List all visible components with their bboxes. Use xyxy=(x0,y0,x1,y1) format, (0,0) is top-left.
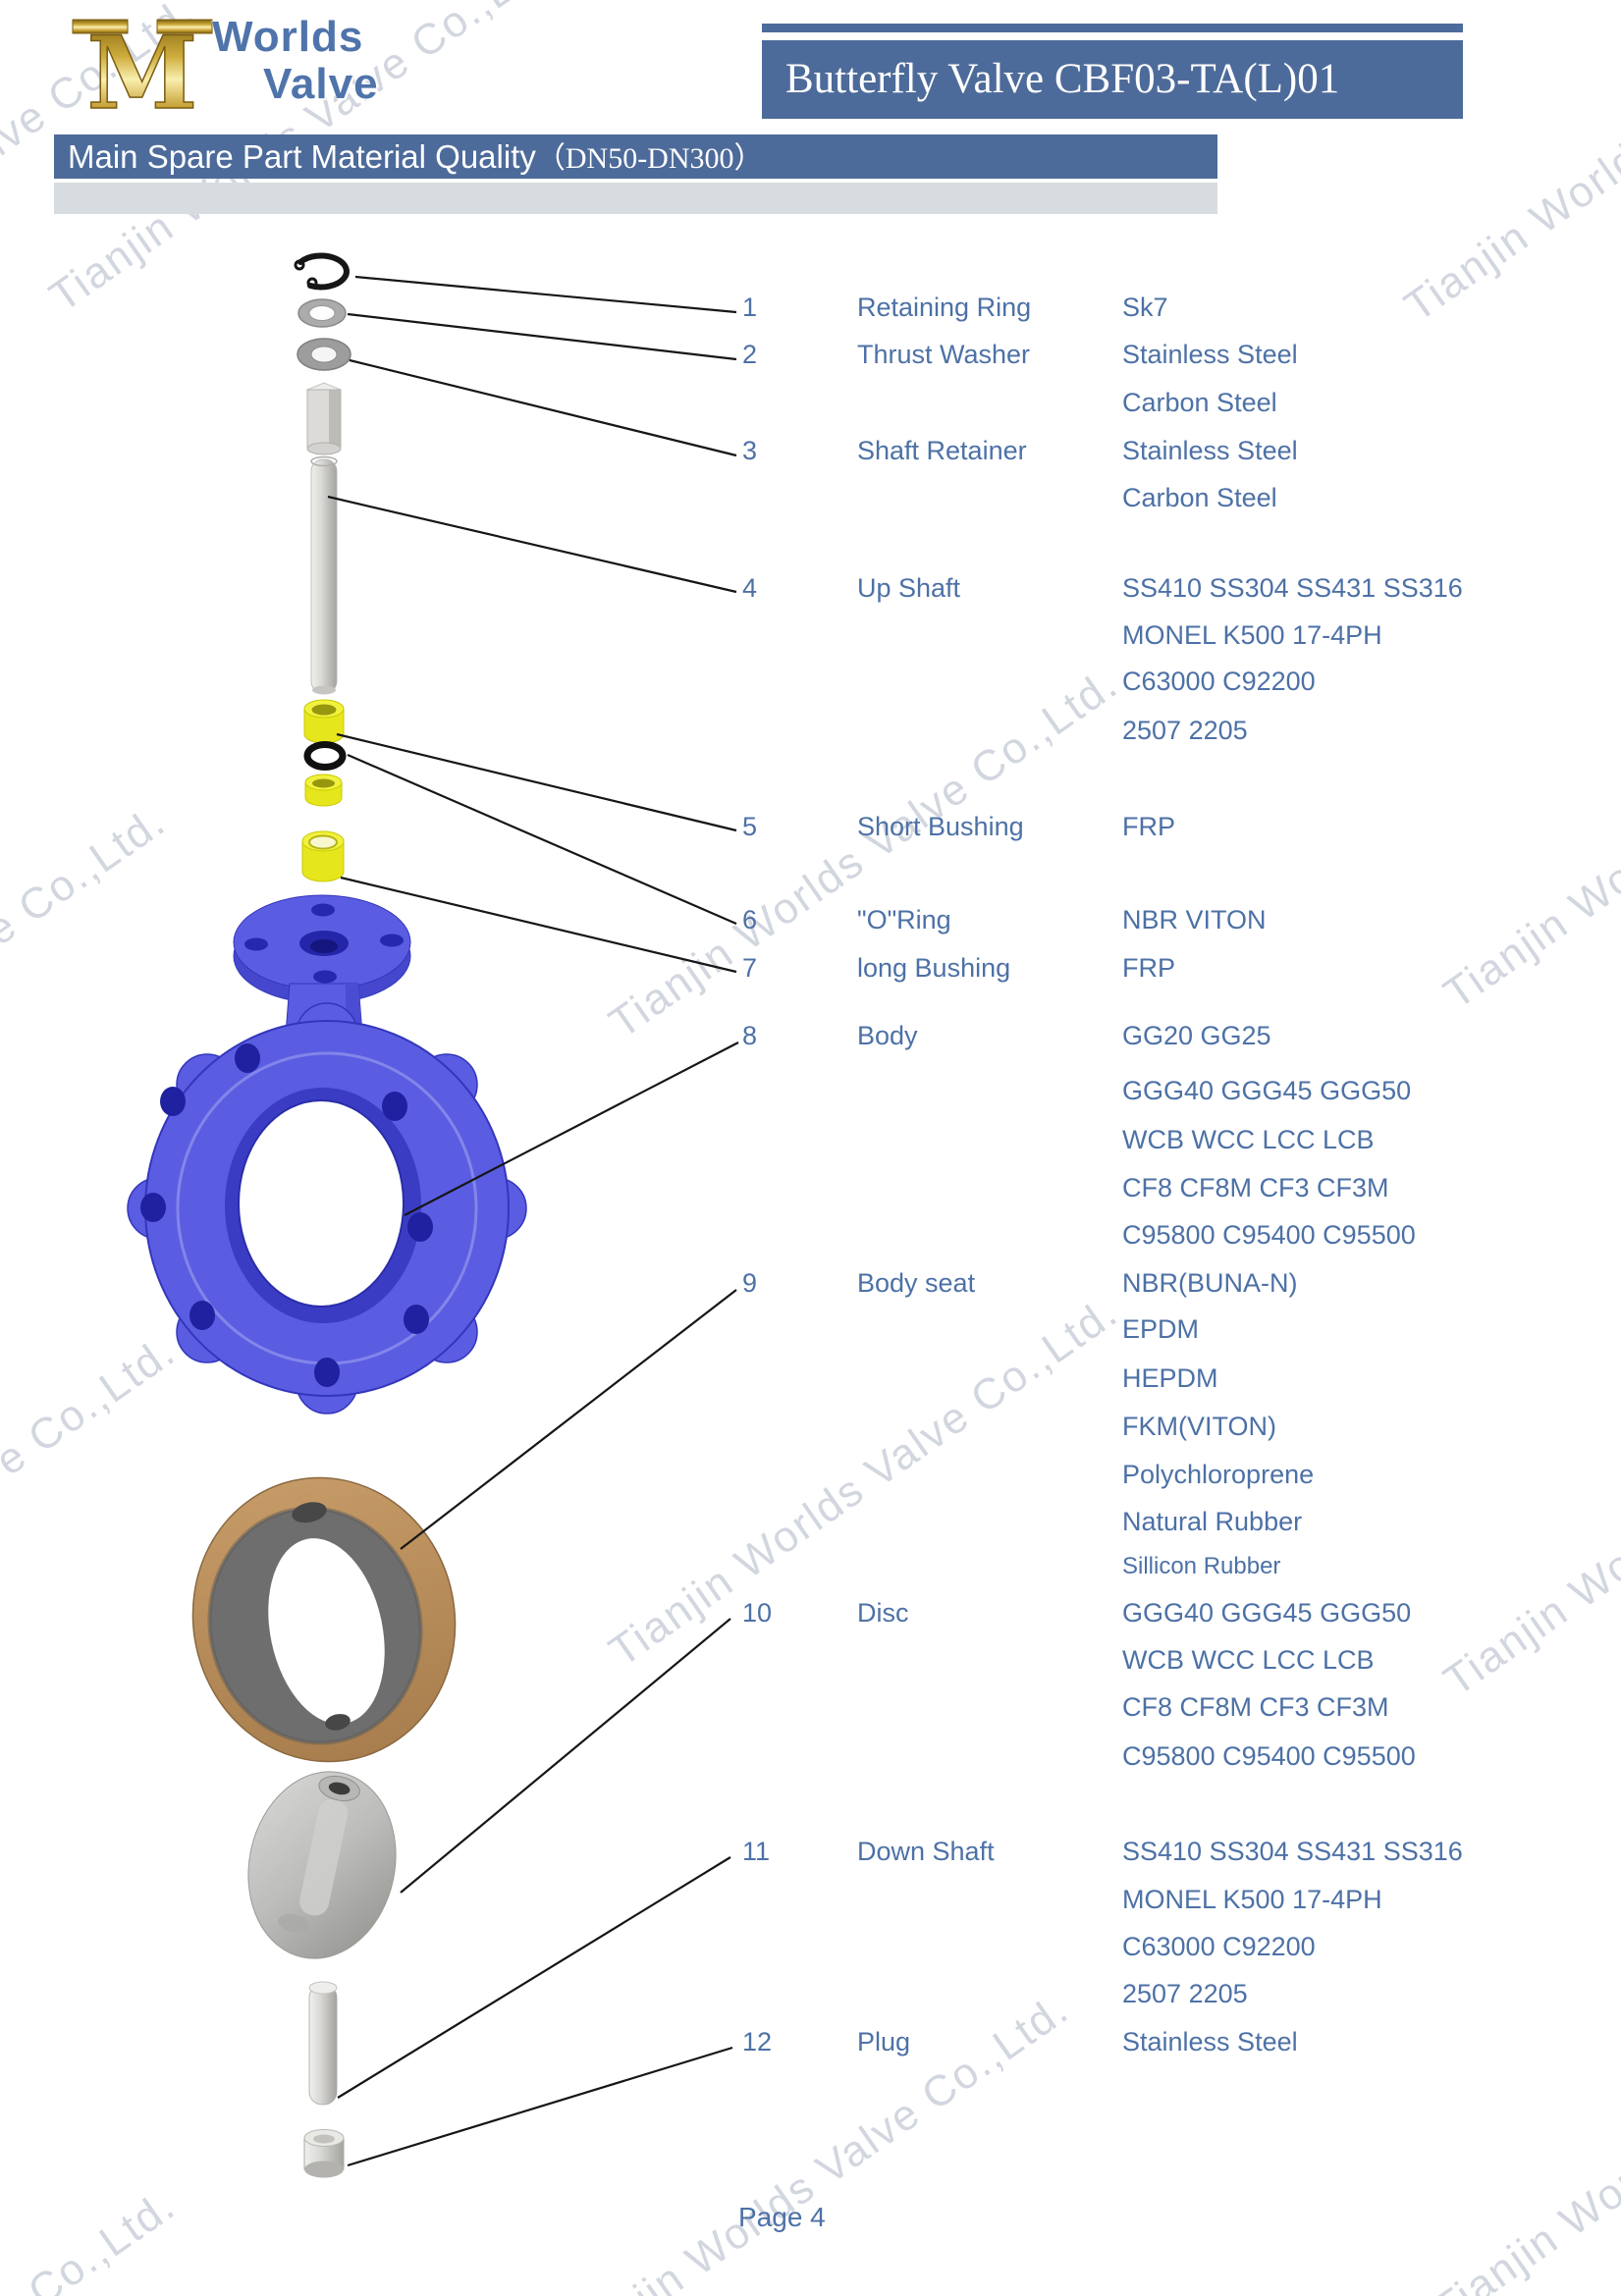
leader-line-11 xyxy=(337,1856,731,2099)
company-logo-icon: M xyxy=(72,16,213,114)
plug-part xyxy=(303,2129,345,2178)
long-bushing-part xyxy=(301,830,345,882)
document-title: Butterfly Valve CBF03-TA(L)01 xyxy=(762,40,1463,119)
down-shaft-part xyxy=(308,1981,338,2106)
leader-line-5 xyxy=(336,732,737,832)
leader-line-9 xyxy=(400,1289,737,1550)
leader-line-7 xyxy=(340,876,737,974)
company-wordmark: Worlds Valve xyxy=(212,14,448,108)
title-top-rule xyxy=(762,24,1463,32)
leader-line-12 xyxy=(347,2046,733,2167)
valve-body-part xyxy=(127,894,527,1415)
retaining-ring-part xyxy=(294,252,350,291)
section-banner-range: （DN50-DN300） xyxy=(535,142,764,175)
thrust-washer-part xyxy=(297,298,347,328)
leader-line-2 xyxy=(347,312,737,361)
leader-line-3 xyxy=(349,358,737,457)
short-bushing-part xyxy=(303,699,345,744)
leader-lines xyxy=(327,275,739,2167)
section-banner-text: Main Spare Part Material Quality xyxy=(68,138,536,175)
middle-bushing-part xyxy=(304,774,343,807)
leader-line-8 xyxy=(404,1041,739,1216)
up-shaft-part xyxy=(305,382,343,695)
leader-line-10 xyxy=(400,1618,731,1894)
wordmark-line2: Valve xyxy=(263,60,379,108)
leader-line-4 xyxy=(327,495,737,594)
banner-underline-strip xyxy=(54,183,1217,214)
page-number: Page 4 xyxy=(738,2202,826,2232)
wordmark-line1: Worlds xyxy=(212,13,364,61)
leader-line-1 xyxy=(354,275,737,314)
disc-part xyxy=(247,1771,397,1959)
body-seat-part xyxy=(191,1476,457,1763)
o-ring-part xyxy=(303,741,347,771)
svg-text:M: M xyxy=(87,16,198,114)
leader-line-6 xyxy=(347,753,737,926)
shaft-retainer-part xyxy=(297,338,351,371)
section-banner: Main Spare Part Material Quality（DN50-DN… xyxy=(54,134,1217,179)
